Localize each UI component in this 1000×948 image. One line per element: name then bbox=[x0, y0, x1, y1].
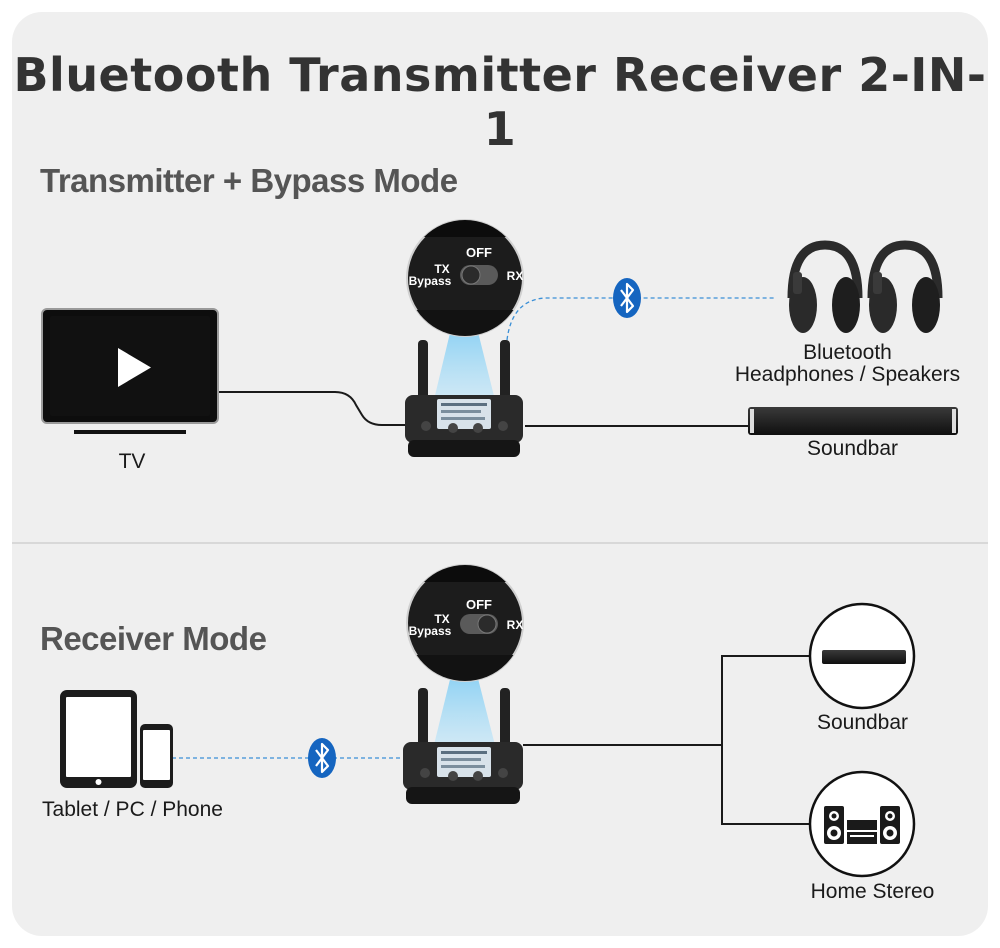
headphones-icon-2 bbox=[867, 240, 943, 333]
bluetooth-icon-top bbox=[613, 278, 641, 318]
receiver-device-bottom bbox=[403, 655, 523, 804]
source-devices-label: Tablet / PC / Phone bbox=[42, 798, 223, 821]
headphones-label-line1: Bluetooth bbox=[803, 341, 892, 364]
switch-off-label-bottom: OFF bbox=[466, 597, 492, 612]
transmitter-device-top bbox=[405, 308, 523, 457]
switch-rx-label-bottom: RX bbox=[506, 618, 524, 632]
headphones-icon-1 bbox=[787, 240, 863, 333]
bluetooth-icon-bottom bbox=[308, 738, 336, 778]
home-stereo-label: Home Stereo bbox=[810, 880, 935, 903]
switch-bypass-label-bottom: Bypass bbox=[408, 624, 452, 638]
switch-rx-label-top: RX bbox=[506, 269, 524, 283]
soundbar-label-top: Soundbar bbox=[806, 437, 899, 460]
mode-title-transmitter: Transmitter + Bypass Mode bbox=[40, 162, 458, 199]
phone-icon bbox=[140, 724, 173, 788]
soundbar-label-bottom: Soundbar bbox=[816, 711, 909, 734]
output-cable-branch bbox=[721, 655, 810, 825]
mode-title-receiver: Receiver Mode bbox=[40, 620, 267, 657]
tv-label: TV bbox=[118, 450, 146, 473]
tablet-icon bbox=[60, 690, 137, 788]
switch-tx-label-top: TX bbox=[434, 262, 450, 276]
page-title: Bluetooth Transmitter Receiver 2-IN-1 bbox=[13, 48, 987, 156]
bluetooth-link-top bbox=[506, 297, 775, 341]
tv-icon bbox=[41, 308, 219, 434]
home-stereo-icon bbox=[808, 770, 916, 878]
switch-bypass-label-top: Bypass bbox=[408, 274, 452, 288]
switch-off-label-top: OFF bbox=[466, 245, 492, 260]
headphones-label-line2: Headphones / Speakers bbox=[734, 363, 961, 386]
switch-tx-label-bottom: TX bbox=[434, 612, 450, 626]
soundbar-icon-bottom bbox=[808, 602, 916, 710]
soundbar-icon-top bbox=[748, 407, 958, 435]
tv-cable bbox=[218, 391, 410, 426]
